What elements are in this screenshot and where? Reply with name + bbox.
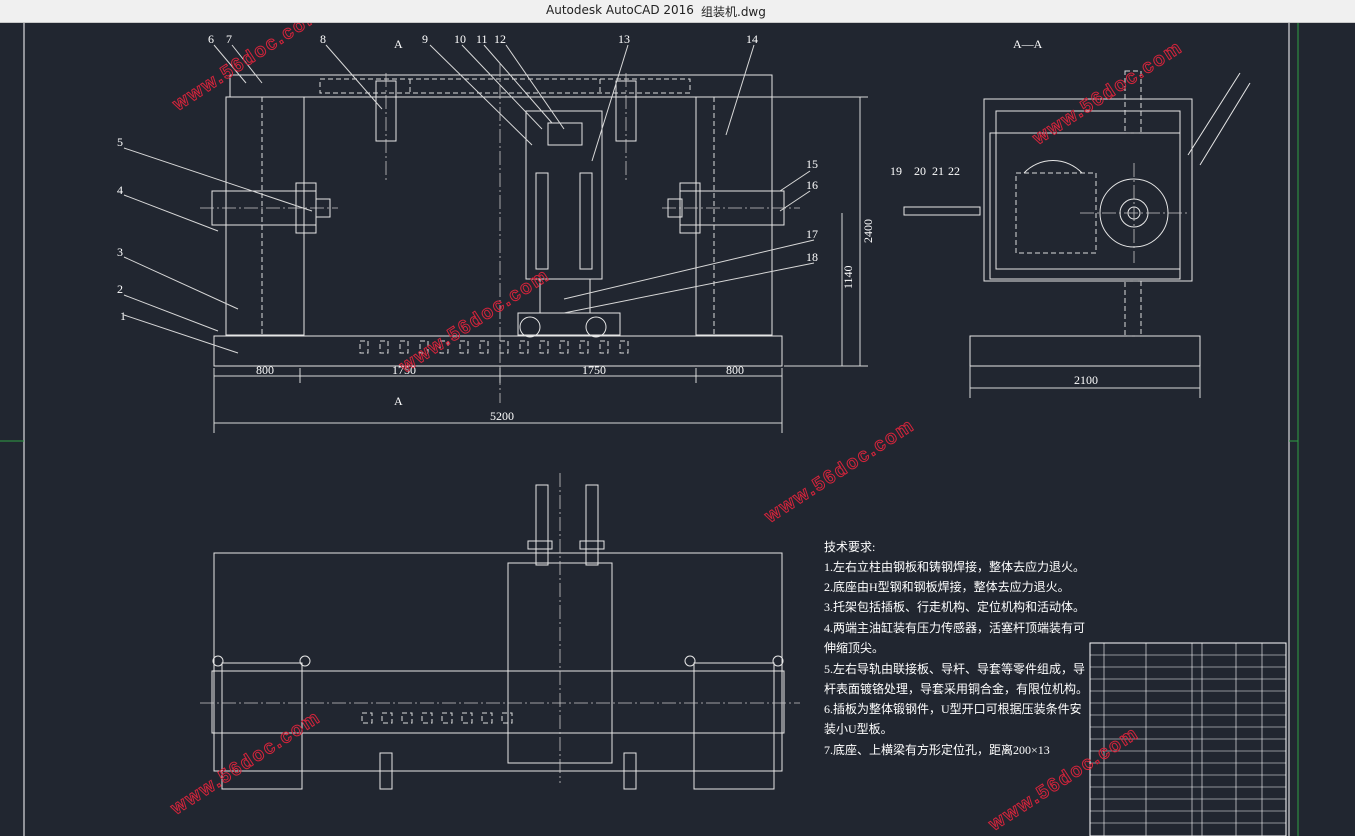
- watermark: www.56doc.com: [760, 415, 918, 528]
- part-label-13: 13: [618, 32, 630, 46]
- part-label-6: 6: [208, 32, 214, 46]
- watermark: www.56doc.com: [166, 707, 324, 820]
- app-title: Autodesk AutoCAD 2016: [546, 3, 694, 17]
- watermark: www.56doc.com: [395, 265, 553, 378]
- technical-requirements: 技术要求: 1.左右立柱由钢板和铸钢焊接，整体去应力退火。 2.底座由H型钢和钢…: [824, 540, 1088, 757]
- part-number-labels: 1 2 3 4 5 6 7 8 9 10 11 12 13 14 15 16 1…: [117, 32, 960, 323]
- drawing-canvas[interactable]: A A 1 2 3 4 5 6 7 8 9 10 11 12 13 14 15 …: [0, 23, 1355, 836]
- tech-note-line: 3.托架包括插板、行走机构、定位机构和活动体。: [824, 599, 1085, 614]
- tech-note-line: 6.插板为整体锻钢件，U型开口可根据压装条件安: [824, 701, 1082, 716]
- watermark: www.56doc.com: [984, 723, 1142, 836]
- tech-note-line: 4.两端主油缸装有压力传感器，活塞杆顶端装有可: [824, 620, 1085, 635]
- front-view: A A: [123, 37, 868, 433]
- section-marker-top: A: [394, 37, 403, 51]
- file-name: 组装机.dwg: [701, 5, 766, 19]
- part-label-21: 21: [932, 164, 944, 178]
- part-label-9: 9: [422, 32, 428, 46]
- section-marker-bottom: A: [394, 394, 403, 408]
- part-label-20: 20: [914, 164, 926, 178]
- dim-side-width: 2100: [1074, 373, 1098, 387]
- part-label-17: 17: [806, 227, 818, 241]
- dimension-labels: 800 1750 1750 800 5200 2400 1140 2100: [256, 219, 1098, 423]
- parts-list-table: [1089, 642, 1287, 836]
- tech-notes-heading: 技术要求:: [824, 540, 875, 554]
- part-label-15: 15: [806, 157, 818, 171]
- part-label-22: 22: [948, 164, 960, 178]
- part-label-5: 5: [117, 135, 123, 149]
- tech-note-line: 7.底座、上横梁有方形定位孔，距离200×13: [824, 742, 1050, 757]
- part-label-2: 2: [117, 282, 123, 296]
- part-label-3: 3: [117, 245, 123, 259]
- title-bar: Autodesk AutoCAD 2016 组装机.dwg: [0, 0, 1355, 23]
- part-label-19: 19: [890, 164, 902, 178]
- section-title: A—A: [1013, 37, 1043, 51]
- part-label-7: 7: [226, 32, 232, 46]
- part-label-8: 8: [320, 32, 326, 46]
- part-label-11: 11: [476, 32, 488, 46]
- tech-note-line: 装小U型板。: [824, 722, 893, 736]
- dim-cylinder-height: 1140: [841, 265, 855, 289]
- tech-note-line: 5.左右导轨由联接板、导杆、导套等零件组成，导: [824, 661, 1085, 676]
- dim-total-length: 5200: [490, 409, 514, 423]
- tech-note-line: 2.底座由H型钢和钢板焊接，整体去应力退火。: [824, 579, 1070, 594]
- drawing-frame: [0, 23, 1299, 836]
- part-label-14: 14: [746, 32, 758, 46]
- dim-total-height: 2400: [861, 219, 875, 243]
- part-label-1: 1: [120, 309, 126, 323]
- tech-note-line: 伸缩顶尖。: [824, 640, 884, 655]
- part-label-4: 4: [117, 183, 123, 197]
- dim-mid-left-span: 1750: [392, 363, 416, 377]
- dim-right-span: 800: [726, 363, 744, 377]
- part-label-18: 18: [806, 250, 818, 264]
- dim-left-span: 800: [256, 363, 274, 377]
- dim-mid-right-span: 1750: [582, 363, 606, 377]
- part-label-12: 12: [494, 32, 506, 46]
- watermark: www.56doc.com: [168, 23, 326, 116]
- part-label-10: 10: [454, 32, 466, 46]
- tech-note-line: 1.左右立柱由钢板和铸钢焊接，整体去应力退火。: [824, 559, 1085, 574]
- tech-note-line: 杆表面镀铬处理，导套采用铜合金，有限位机构。: [824, 681, 1088, 696]
- part-label-16: 16: [806, 178, 818, 192]
- section-view: A—A: [903, 37, 1251, 398]
- top-view: [200, 473, 800, 790]
